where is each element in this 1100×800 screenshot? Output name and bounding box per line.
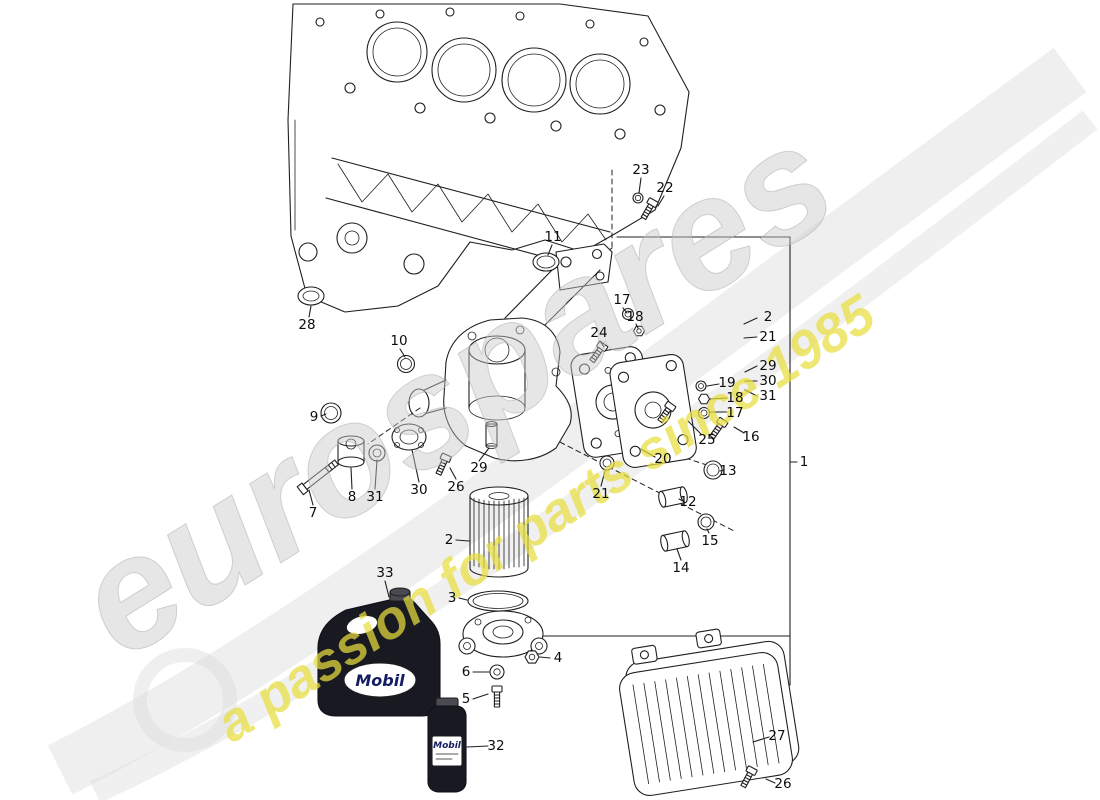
- seal-28-drawing: [297, 286, 325, 306]
- mobil-bottle-drawing: Mobil: [427, 697, 467, 793]
- leader-lines: [308, 177, 776, 784]
- thermostat-cluster-drawing: [296, 402, 453, 496]
- cover-plate-drawing: [570, 192, 729, 553]
- mobil-jug-drawing: Mobil: [317, 587, 441, 717]
- filter-flange-drawing: [458, 610, 548, 708]
- oring-3-drawing: [467, 590, 529, 612]
- oil-filter-element-drawing: [469, 486, 529, 578]
- oil-cooler-drawing: [619, 628, 800, 796]
- mobil-bottle-label: Mobil: [433, 741, 462, 751]
- oil-filter-housing-drawing: [367, 243, 613, 462]
- mobil-jug-label: Mobil: [355, 671, 405, 690]
- engine-block-drawing: [287, 3, 690, 313]
